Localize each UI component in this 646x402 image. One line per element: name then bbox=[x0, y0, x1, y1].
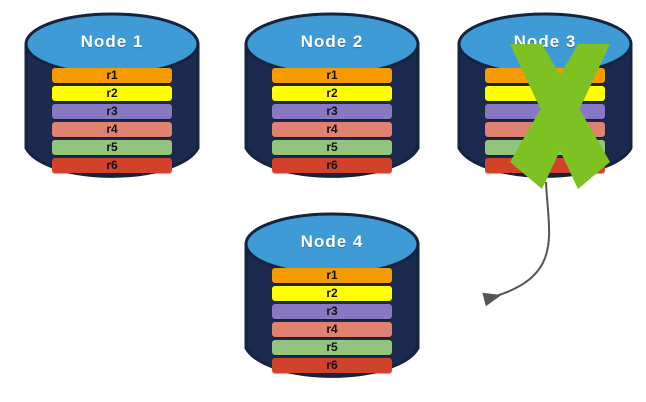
node-2-row-r5-label: r5 bbox=[326, 140, 338, 154]
node-4-row-r2-label: r2 bbox=[326, 286, 338, 300]
node-4-row-r5[interactable]: r5 bbox=[272, 340, 392, 355]
node-1-row-r1-label: r1 bbox=[106, 68, 118, 82]
node-3-row-r2[interactable]: r2 bbox=[485, 86, 605, 101]
node-2-row-r4-label: r4 bbox=[326, 122, 338, 136]
node-3-row-r4-label: r4 bbox=[539, 122, 551, 136]
node-1-row-r2[interactable]: r2 bbox=[52, 86, 172, 101]
node-3-row-r5[interactable]: r5 bbox=[485, 140, 605, 155]
node-4-row-r6-label: r6 bbox=[326, 358, 338, 372]
node-3-row-r4[interactable]: r4 bbox=[485, 122, 605, 137]
node-4-row-r6[interactable]: r6 bbox=[272, 358, 392, 373]
node-4-row-r4-label: r4 bbox=[326, 322, 338, 336]
node-1-row-r5-label: r5 bbox=[106, 140, 118, 154]
node-2-row-r3-label: r3 bbox=[326, 104, 338, 118]
node-4-row-r4[interactable]: r4 bbox=[272, 322, 392, 337]
node-3-row-r3[interactable]: r3 bbox=[485, 104, 605, 119]
node-4-row-r1[interactable]: r1 bbox=[272, 268, 392, 283]
node-2-row-r5[interactable]: r5 bbox=[272, 140, 392, 155]
node-3-row-r6-label: r6 bbox=[539, 158, 551, 172]
node-2-row-r6[interactable]: r6 bbox=[272, 158, 392, 173]
node-4-row-r3[interactable]: r3 bbox=[272, 304, 392, 319]
node-2-row-r3[interactable]: r3 bbox=[272, 104, 392, 119]
node-1-row-r4-label: r4 bbox=[106, 122, 118, 136]
node-1-row-r6-label: r6 bbox=[106, 158, 118, 172]
node-3-row-r3-label: r3 bbox=[539, 104, 551, 118]
node-2[interactable]: Node 2 r1 r2 r3 r4 r5 r6 bbox=[244, 8, 420, 184]
node-4-row-r3-label: r3 bbox=[326, 304, 338, 318]
node-4[interactable]: Node 4 r1 r2 r3 r4 r5 r6 bbox=[244, 208, 420, 384]
node-1-row-r3[interactable]: r3 bbox=[52, 104, 172, 119]
node-4-row-r5-label: r5 bbox=[326, 340, 338, 354]
node-1-row-r3-label: r3 bbox=[106, 104, 118, 118]
node-3-row-r6[interactable]: r6 bbox=[485, 158, 605, 173]
node-2-rows: r1 r2 r3 r4 r5 r6 bbox=[244, 68, 420, 176]
node-3[interactable]: Node 3 r1 r2 r3 r4 r5 r6 bbox=[457, 8, 633, 189]
node-3-rows: r1 r2 r3 r4 r5 r6 bbox=[457, 68, 633, 176]
node-4-rows: r1 r2 r3 r4 r5 r6 bbox=[244, 268, 420, 376]
node-2-row-r6-label: r6 bbox=[326, 158, 338, 172]
node-1-row-r6[interactable]: r6 bbox=[52, 158, 172, 173]
node-2-row-r2-label: r2 bbox=[326, 86, 338, 100]
node-3-row-r2-label: r2 bbox=[539, 86, 551, 100]
node-1-row-r5[interactable]: r5 bbox=[52, 140, 172, 155]
node-1-row-r4[interactable]: r4 bbox=[52, 122, 172, 137]
node-4-row-r1-label: r1 bbox=[326, 268, 338, 282]
node-1-row-r2-label: r2 bbox=[106, 86, 118, 100]
node-1[interactable]: Node 1 r1 r2 r3 r4 r5 r6 bbox=[24, 8, 200, 184]
node-2-row-r2[interactable]: r2 bbox=[272, 86, 392, 101]
node-2-row-r4[interactable]: r4 bbox=[272, 122, 392, 137]
node-2-row-r1[interactable]: r1 bbox=[272, 68, 392, 83]
node-1-rows: r1 r2 r3 r4 r5 r6 bbox=[24, 68, 200, 176]
node-3-row-r1[interactable]: r1 bbox=[485, 68, 605, 83]
node-1-row-r1[interactable]: r1 bbox=[52, 68, 172, 83]
node-3-row-r1-label: r1 bbox=[539, 68, 551, 82]
node-3-row-r5-label: r5 bbox=[539, 140, 551, 154]
node-2-row-r1-label: r1 bbox=[326, 68, 338, 82]
node-4-row-r2[interactable]: r2 bbox=[272, 286, 392, 301]
